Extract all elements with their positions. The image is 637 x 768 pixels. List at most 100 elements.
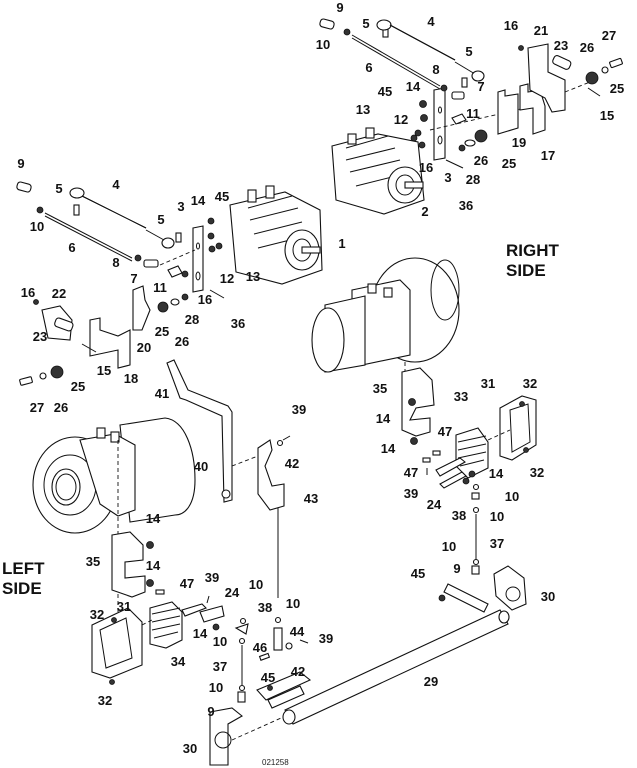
spring-23 [552,55,572,70]
left-side-label-line2: SIDE [2,579,42,598]
ball-joint-7 [451,91,465,100]
nut-13 [215,242,223,250]
nut-10 [274,616,282,624]
right-side-label: RIGHT SIDE [506,241,560,280]
callout-11: 11 [153,280,167,295]
brake-frame-31 [499,395,537,461]
callout-32: 32 [530,465,544,480]
nut-10 [472,483,480,491]
lever-24 [199,605,225,623]
callout-17: 17 [541,148,555,163]
callout-14: 14 [146,511,161,526]
callout-9: 9 [17,156,24,171]
callout-14: 14 [146,558,161,573]
pin-47 [422,457,431,463]
damper-end-4 [376,19,392,31]
callout-3: 3 [444,170,451,185]
nut-8 [440,84,448,92]
callout-34: 34 [171,654,186,669]
callout-32: 32 [523,376,537,391]
callout-25: 25 [155,324,169,339]
callout-12: 12 [220,271,234,286]
lever-41 [166,359,233,503]
pump-1 [229,185,323,285]
plate-19 [497,89,519,135]
callout-3: 3 [177,199,184,214]
gear-25 [50,365,64,379]
callout-16: 16 [419,160,433,175]
left-wheel-motor [32,417,196,650]
callout-2: 2 [421,204,428,219]
bolt-15 [81,343,97,353]
left-pump-linkage [16,181,225,386]
damper-end-4 [69,187,85,199]
spring-23 [54,317,74,332]
cotter-39 [299,639,309,644]
callout-15: 15 [97,363,111,378]
callout-26: 26 [175,334,189,349]
washer-12 [414,129,422,137]
callout-14: 14 [381,441,396,456]
bolt-5 [73,204,80,216]
mount-bracket-35 [401,367,435,437]
callout-14: 14 [376,411,391,426]
bolt-27 [19,376,33,386]
callout-19: 19 [512,135,526,150]
bracket-30 [209,707,243,766]
nut-10 [238,684,246,692]
cotter-39 [206,595,210,604]
callout-14: 14 [193,626,208,641]
callout-21: 21 [534,23,548,38]
callout-32: 32 [90,607,104,622]
callout-28: 28 [466,172,480,187]
callout-20: 20 [137,340,151,355]
callout-29: 29 [424,674,438,689]
callout-13: 13 [356,102,370,117]
callout-40: 40 [194,459,208,474]
callout-31: 31 [117,599,131,614]
nut-10 [472,558,480,566]
nut-14 [410,437,418,445]
bracket-3 [433,87,446,161]
callout-23: 23 [554,38,568,53]
nut-13 [410,134,418,142]
washer-12 [208,245,216,253]
callout-39: 39 [319,631,333,646]
pin-47 [432,450,441,456]
nut-16 [518,45,524,51]
callout-9: 9 [453,561,460,576]
callout-32: 32 [98,693,112,708]
callout-25: 25 [71,379,85,394]
callout-15: 15 [600,108,614,123]
left-side-label: LEFT SIDE [2,559,45,598]
right-side-label-line1: RIGHT [506,241,560,260]
pin-32 [523,447,529,453]
figure-id: 021258 [262,758,289,767]
nut-45 [207,232,215,240]
callout-5: 5 [362,16,369,31]
callout-9: 9 [207,704,214,719]
callout-35: 35 [86,554,100,569]
bracket-3 [192,225,204,293]
nut-14 [468,470,476,478]
callout-7: 7 [130,271,137,286]
callout-27: 27 [602,28,616,43]
callout-14: 14 [489,466,504,481]
callout-11: 11 [466,106,480,121]
clevis-38 [471,492,480,500]
nut-45 [267,685,273,691]
callout-39: 39 [404,486,418,501]
nut-45 [420,114,428,122]
callout-6: 6 [68,240,75,255]
nut-16 [418,141,426,149]
bolt-15 [587,87,601,97]
right-wheel-motor [311,257,460,380]
ball-joint-9 [471,565,480,575]
callout-26: 26 [54,400,68,415]
washer-26 [39,372,47,380]
rod-6 [44,212,133,259]
ball-joint-9 [319,18,335,30]
plate-17 [519,83,546,135]
callout-45: 45 [378,84,392,99]
